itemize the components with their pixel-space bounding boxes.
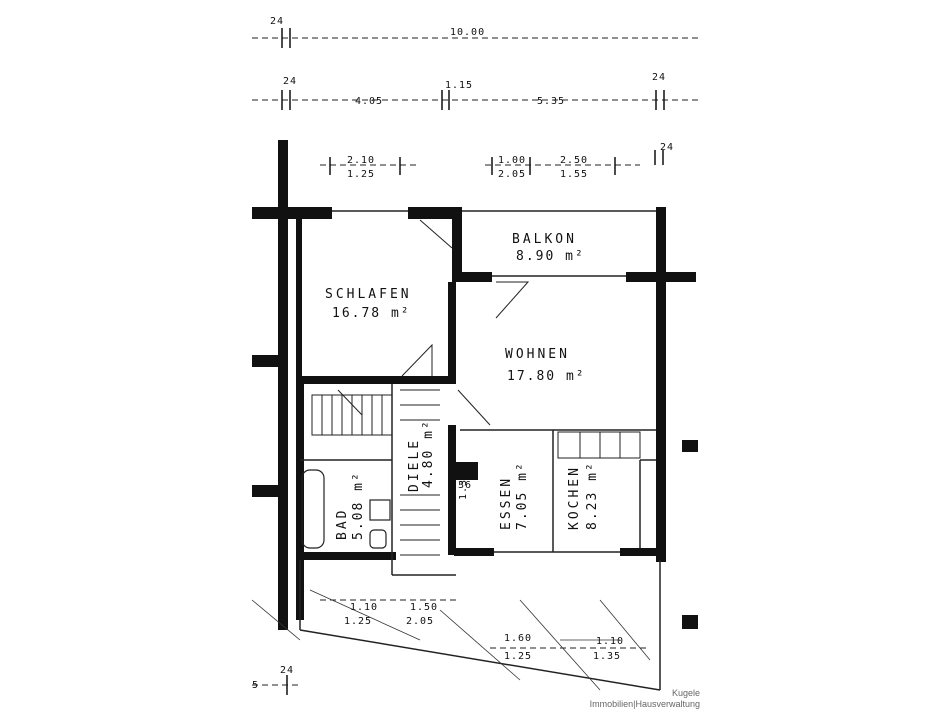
room-balkon-name: BALKON: [512, 232, 577, 247]
dim-bot-a-top: 1.10: [350, 602, 378, 613]
dimension-ticks: [281, 28, 665, 695]
room-schlafen-name: SCHLAFEN: [325, 287, 412, 302]
dim-bot-c-top: 1.60: [504, 633, 532, 644]
dim-mid-span: 1.15: [445, 80, 473, 91]
dim-right-span: 5.35: [537, 96, 565, 107]
interior-lines: [299, 210, 661, 691]
dim-wall-e: 24: [280, 665, 294, 676]
staircase: [311, 389, 440, 556]
dim-win-mid-bottom: 2.05: [498, 169, 526, 180]
dim-misc-b: 36: [458, 480, 472, 491]
watermark-line1: Kugele: [671, 688, 700, 698]
dim-left-span: 4.05: [355, 96, 383, 107]
room-wohnen-area: 17.80 m²: [507, 369, 586, 384]
room-bad-area: 5.08 m²: [351, 471, 366, 540]
dim-win-right-top: 2.50: [560, 155, 588, 166]
room-essen-area: 7.05 m²: [515, 461, 530, 530]
dim-win-right-bottom: 1.55: [560, 169, 588, 180]
paving: [251, 589, 651, 691]
dim-win-left-bottom: 1.25: [347, 169, 375, 180]
dim-wall-a: 24: [270, 16, 284, 27]
dim-bot-b-top: 1.50: [410, 602, 438, 613]
watermark-line2: Immobilien|Hausverwaltung: [589, 699, 700, 709]
dim-win-mid-top: 1.00: [498, 155, 526, 166]
dimension-lines: [252, 37, 700, 686]
room-wohnen-name: WOHNEN: [505, 347, 570, 362]
room-diele-area: 4.80 m²: [421, 419, 436, 488]
room-kochen-name: KOCHEN: [567, 465, 582, 530]
room-bad-name: BAD: [335, 508, 350, 540]
dim-wall-c: 24: [652, 72, 666, 83]
dim-bot-left: 5: [252, 680, 259, 691]
dim-misc-a: 1.35: [458, 472, 469, 500]
door-swings: [401, 219, 530, 426]
room-essen-name: ESSEN: [499, 476, 514, 530]
dim-top-total: 10.00: [450, 27, 485, 38]
room-diele-name: DIELE: [407, 438, 422, 492]
dim-bot-a-bottom: 1.25: [344, 616, 372, 627]
dim-bot-c-bottom: 1.25: [504, 651, 532, 662]
dim-bot-d-top: 1.10: [596, 636, 624, 647]
room-balkon-area: 8.90 m²: [516, 249, 585, 264]
kitchen-counter: [557, 431, 641, 459]
dim-bot-b-bottom: 2.05: [406, 616, 434, 627]
watermark: Kugele Immobilien|Hausverwaltung: [590, 688, 700, 710]
dim-wall-b: 24: [283, 76, 297, 87]
room-kochen-area: 8.23 m²: [585, 461, 600, 530]
dim-bot-d-bottom: 1.35: [593, 651, 621, 662]
dim-win-left-top: 2.10: [347, 155, 375, 166]
walls: [252, 140, 698, 630]
bathtub: [301, 469, 391, 549]
room-schlafen-area: 16.78 m²: [332, 306, 411, 321]
dim-wall-d: 24: [660, 142, 674, 153]
